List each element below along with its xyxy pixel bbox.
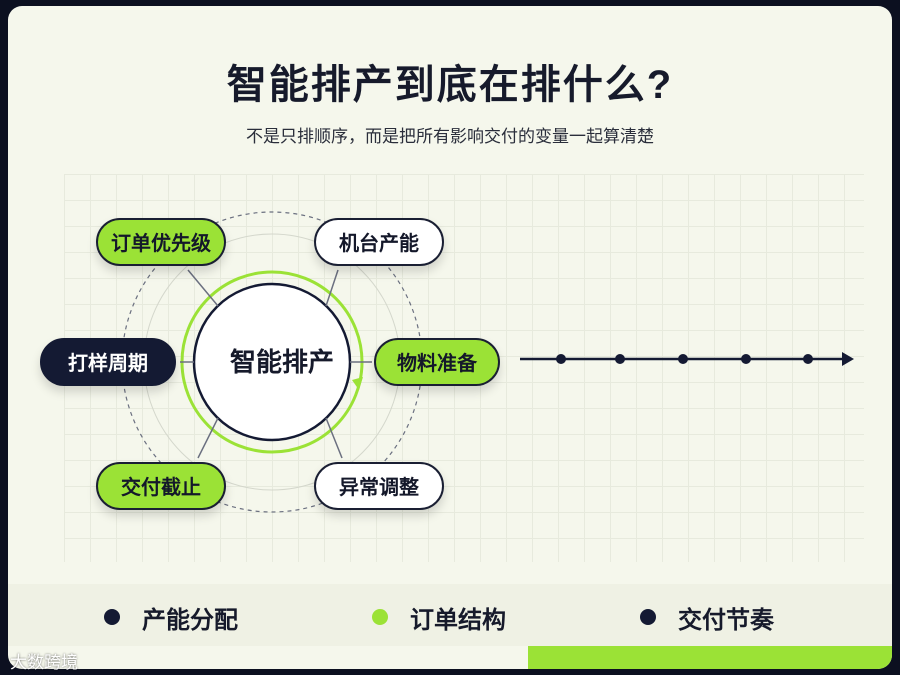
timeline-dot: [803, 354, 813, 364]
legend-item-capacity: 产能分配: [104, 602, 238, 634]
legend-bar: [8, 584, 892, 646]
legend-dot: [640, 609, 656, 625]
legend-item-order-structure: 订单结构: [372, 602, 506, 634]
timeline-dot: [556, 354, 566, 364]
legend-dot: [104, 609, 120, 625]
timeline-dot: [615, 354, 625, 364]
node-material-prep: 物料准备: [374, 338, 500, 386]
accent-strip: [528, 646, 892, 669]
connector-exception-adjust: [325, 417, 343, 459]
connector-machine-capacity: [325, 269, 339, 307]
legend-label: 交付节奏: [678, 606, 774, 634]
legend-label: 产能分配: [142, 606, 238, 634]
ring-arrow: [352, 377, 363, 390]
page-subtitle: 不是只排顺序，而是把所有影响交付的变量一起算清楚: [246, 127, 654, 146]
timeline-dot: [678, 354, 688, 364]
node-exception-adjust: 异常调整: [314, 462, 444, 510]
watermark-logo: 大数跨境: [10, 653, 78, 672]
center-label: 智能排产: [229, 347, 334, 377]
legend-item-delivery-rhythm: 交付节奏: [640, 602, 774, 634]
slide-card: 智能排产到底在排什么? 不是只排顺序，而是把所有影响交付的变量一起算清楚 智能排…: [8, 6, 892, 669]
connector-delivery-cutoff: [197, 417, 219, 459]
page-title: 智能排产到底在排什么?: [226, 63, 674, 107]
node-order-priority: 订单优先级: [96, 218, 226, 266]
node-machine-capacity: 机台产能: [314, 218, 444, 266]
timeline-arrowhead: [842, 352, 854, 366]
connector-order-priority: [187, 269, 219, 307]
timeline-dot: [741, 354, 751, 364]
diagram-lines: [121, 211, 854, 513]
node-delivery-cutoff: 交付截止: [96, 462, 226, 510]
legend-label: 订单结构: [410, 606, 506, 634]
node-sample-cycle: 打样周期: [40, 338, 176, 386]
legend-dot: [372, 609, 388, 625]
